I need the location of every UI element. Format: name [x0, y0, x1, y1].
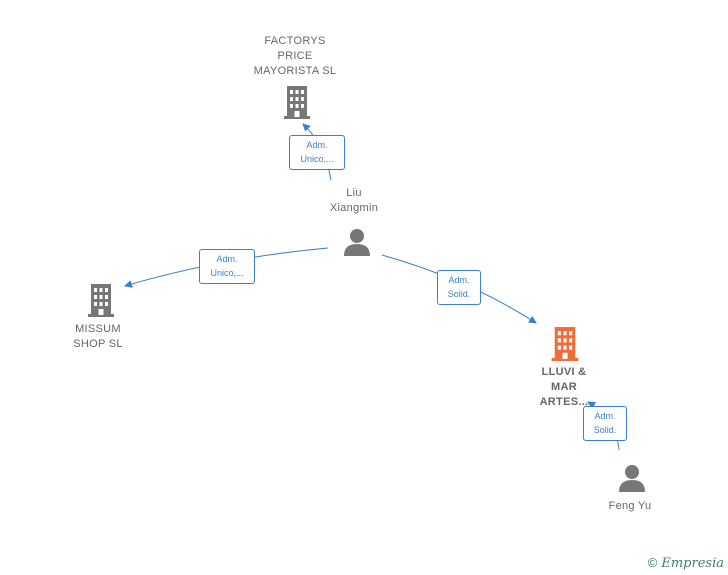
- edge-label-liu-missum[interactable]: Adm. Unico,...: [199, 249, 255, 284]
- copyright-symbol: ©: [647, 555, 658, 570]
- edge-label-liu-lluvi[interactable]: Adm. Solid.: [437, 270, 481, 305]
- edge-label-liu-factorys[interactable]: Adm. Unico,...: [289, 135, 345, 170]
- person-icon[interactable]: [342, 227, 372, 257]
- node-label-missum[interactable]: MISSUM SHOP SL: [73, 323, 123, 350]
- footer-watermark: ©Empresia: [648, 555, 724, 571]
- edge-label-feng-lluvi[interactable]: Adm. Solid.: [583, 406, 627, 441]
- building-icon[interactable]: [282, 84, 312, 120]
- person-icon[interactable]: [617, 463, 647, 493]
- node-label-liu[interactable]: Liu Xiangmin: [329, 187, 379, 214]
- node-label-lluvi[interactable]: LLUVI & MAR ARTES...: [539, 366, 589, 408]
- brand-logo: Empresia: [661, 556, 724, 571]
- building-icon[interactable]: [86, 282, 116, 318]
- node-label-factorys[interactable]: FACTORYS PRICE MAYORISTA SL: [253, 35, 337, 77]
- node-label-feng[interactable]: Feng Yu: [608, 500, 652, 512]
- building-icon[interactable]: [549, 325, 581, 362]
